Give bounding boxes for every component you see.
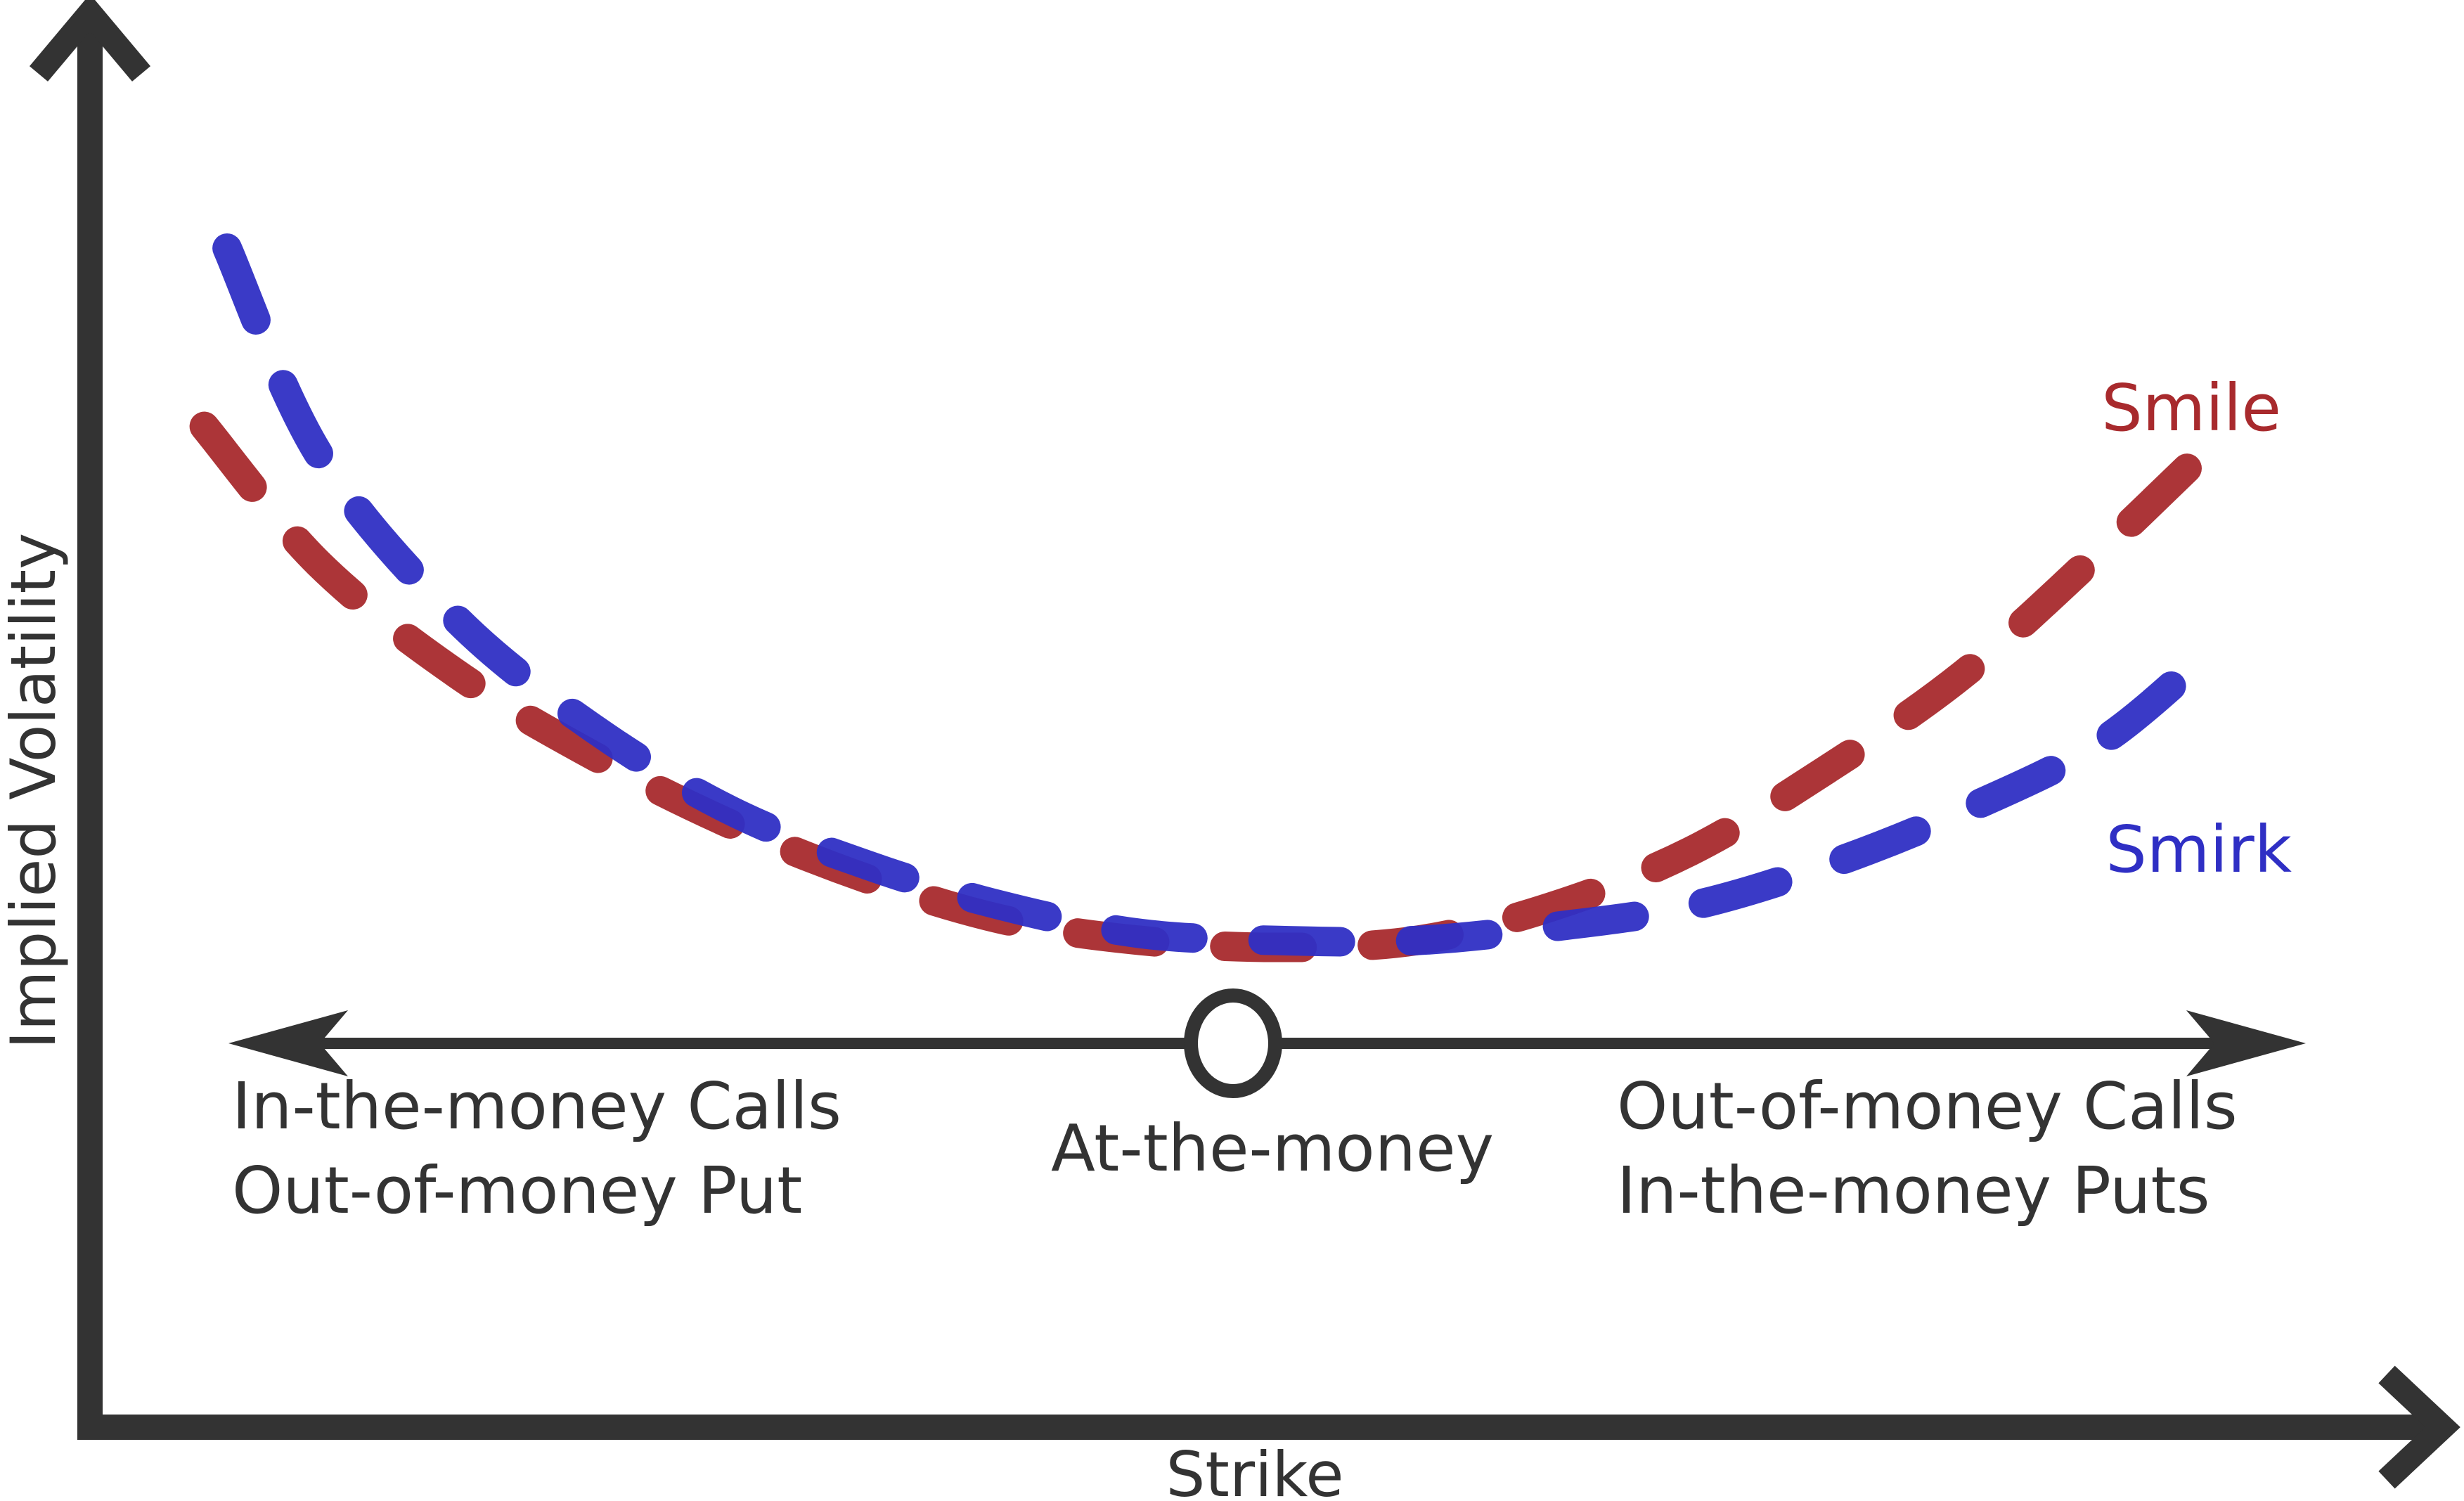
center-label: At-the-money (1051, 1111, 1494, 1186)
left-label-line2: Out-of-money Put (232, 1153, 802, 1228)
left-label-line1: In-the-money Calls (232, 1069, 841, 1144)
x-axis-arrowhead (2378, 1365, 2460, 1489)
moneyness-arrowhead-right (2186, 1010, 2306, 1076)
series-layer (189, 233, 2231, 962)
y-axis-label: Implied Volatility (0, 533, 70, 1049)
x-axis-label: Strike (1166, 1438, 1344, 1501)
right-label-line1: Out-of-money Calls (1617, 1069, 2238, 1144)
series-line-smile (189, 411, 2231, 962)
atm-marker (1184, 988, 1282, 1098)
right-label-line2: In-the-money Puts (1617, 1153, 2210, 1228)
series-label-smirk: Smirk (2105, 812, 2292, 887)
series-label-smile: Smile (2101, 371, 2281, 446)
series-line-smirk (212, 233, 2231, 957)
y-axis-arrowhead (29, 0, 151, 82)
moneyness-arrowhead-left (228, 1010, 348, 1076)
moneyness-axis (228, 988, 2306, 1098)
axes (29, 0, 2460, 1489)
